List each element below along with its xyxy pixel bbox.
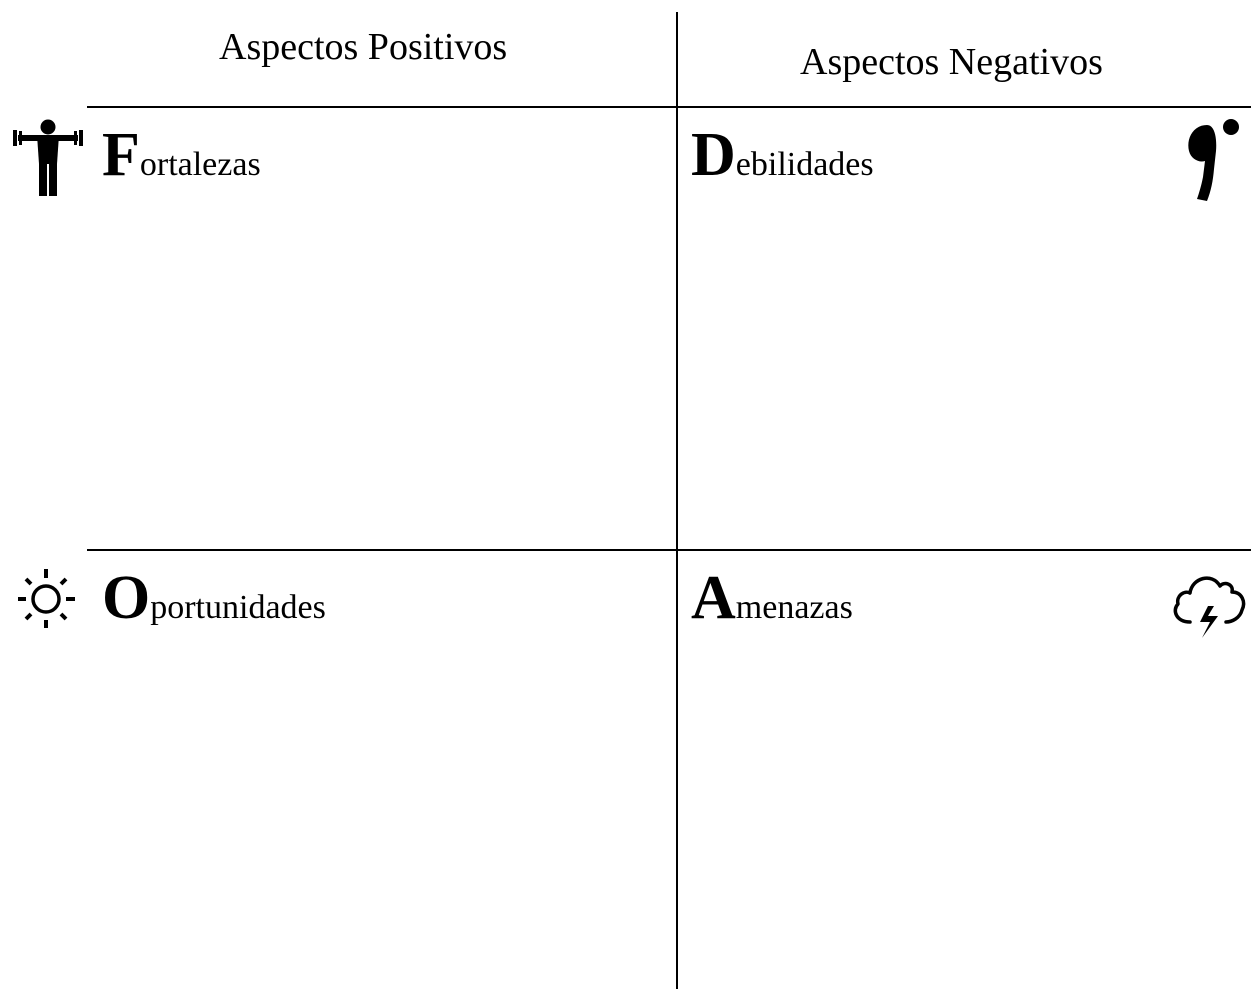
title-initial-a: A	[691, 564, 736, 632]
storm-cloud-icon	[1168, 566, 1248, 642]
sun-icon	[18, 567, 78, 629]
header-negative-aspects: Aspectos Negativos	[800, 41, 1103, 83]
title-initial-d: D	[691, 121, 736, 189]
title-rest-debilidades: ebilidades	[735, 146, 874, 183]
header-positive-aspects: Aspectos Positivos	[219, 26, 508, 68]
horizontal-divider-middle	[87, 549, 1251, 551]
title-initial-f: F	[102, 121, 140, 189]
quadrant-title-amenazas: Amenazas	[691, 567, 853, 629]
quadrant-body-debilidades[interactable]	[680, 200, 1248, 545]
quadrant-body-amenazas[interactable]	[680, 640, 1248, 985]
quadrant-title-fortalezas: Fortalezas	[102, 124, 261, 186]
title-rest-fortalezas: ortalezas	[139, 146, 261, 183]
title-rest-oportunidades: portunidades	[150, 589, 326, 626]
weightlifter-icon	[10, 118, 86, 198]
horizontal-divider-top	[87, 106, 1251, 108]
title-initial-o: O	[102, 564, 151, 632]
quadrant-body-fortalezas[interactable]	[88, 200, 673, 545]
quadrant-title-debilidades: Debilidades	[691, 124, 874, 186]
title-rest-amenazas: menazas	[735, 589, 853, 626]
quadrant-body-oportunidades[interactable]	[88, 640, 673, 985]
stooped-figure-icon	[1183, 117, 1243, 203]
vertical-divider	[676, 12, 678, 989]
quadrant-title-oportunidades: Oportunidades	[102, 567, 326, 629]
